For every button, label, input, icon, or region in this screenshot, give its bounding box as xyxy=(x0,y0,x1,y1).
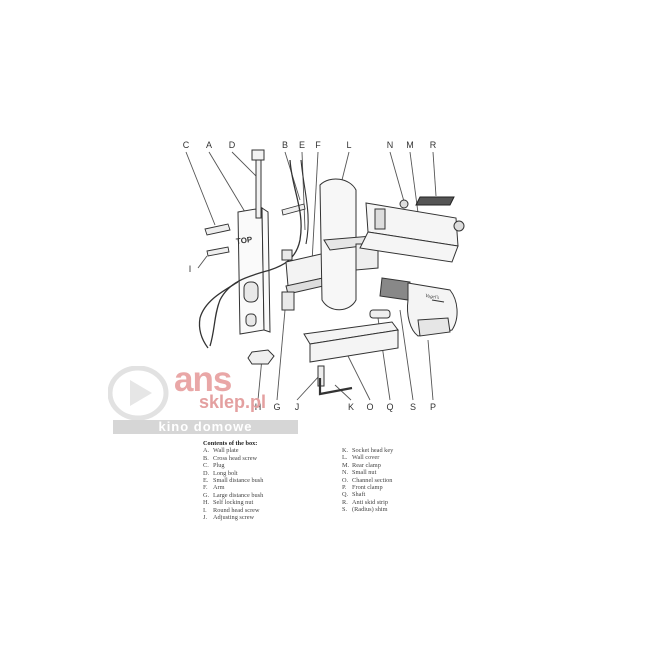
callout-b: B xyxy=(281,140,288,150)
watermark-tagline: kino domowe xyxy=(158,419,253,434)
legend-item: N.Small nut xyxy=(342,469,377,477)
contents-legend-right: K.Socket head key L.Wall cover M.Rear cl… xyxy=(342,447,393,514)
callout-d: D xyxy=(228,140,236,150)
callout-a: A xyxy=(205,140,212,150)
legend-item: A.Wall plate xyxy=(203,447,239,455)
callout-e: E xyxy=(298,140,305,150)
legend-item: G.Large distance bush xyxy=(203,491,264,499)
watermark-brand: ans xyxy=(174,360,232,399)
legend-item: I.Round head screw xyxy=(203,506,260,514)
legend-item: C.Plug xyxy=(203,462,225,470)
legend-item: D.Long bolt xyxy=(203,469,238,477)
legend-item: B.Cross head screw xyxy=(203,454,258,462)
callout-l: L xyxy=(346,140,352,150)
callout-o: O xyxy=(366,402,374,412)
legend-item: H.Self locking nut xyxy=(203,499,254,507)
legend-item: F.Arm xyxy=(203,484,225,492)
legend-item: L.Wall cover xyxy=(342,454,380,462)
callout-i: I xyxy=(188,264,192,274)
play-logo-icon xyxy=(108,366,169,420)
callout-n: N xyxy=(386,140,394,150)
legend-item: K.Socket head key xyxy=(342,447,394,454)
legend-item: E.Small distance bush xyxy=(203,477,264,485)
contents-legend-left: Contents of the box: A.Wall plate B.Cros… xyxy=(203,440,263,521)
callout-f: F xyxy=(315,140,321,150)
watermark-shop: sklep.pl xyxy=(199,392,267,412)
callout-s: S xyxy=(409,402,416,412)
callout-c: C xyxy=(182,140,190,150)
callout-g: G xyxy=(273,402,281,412)
legend-item: R.Anti skid strip xyxy=(342,498,389,506)
callout-q: Q xyxy=(386,402,394,412)
legend-item: Q.Shaft xyxy=(342,491,366,499)
callout-m: M xyxy=(406,140,414,150)
callout-j: J xyxy=(294,402,300,412)
callout-r: R xyxy=(429,140,437,150)
contents-heading: Contents of the box: xyxy=(203,440,258,447)
watermark-bar xyxy=(113,420,298,434)
callout-k: K xyxy=(347,402,354,412)
legend-item: S.(Radius) shim xyxy=(342,506,388,514)
callout-h: H xyxy=(254,402,262,412)
legend-item: O.Channel section xyxy=(342,476,393,484)
legend-item: P.Front clamp xyxy=(342,484,383,492)
legend-item: J.Adjusting screw xyxy=(203,514,255,522)
callout-p: P xyxy=(429,402,436,412)
legend-item: M.Rear clamp xyxy=(342,461,381,469)
